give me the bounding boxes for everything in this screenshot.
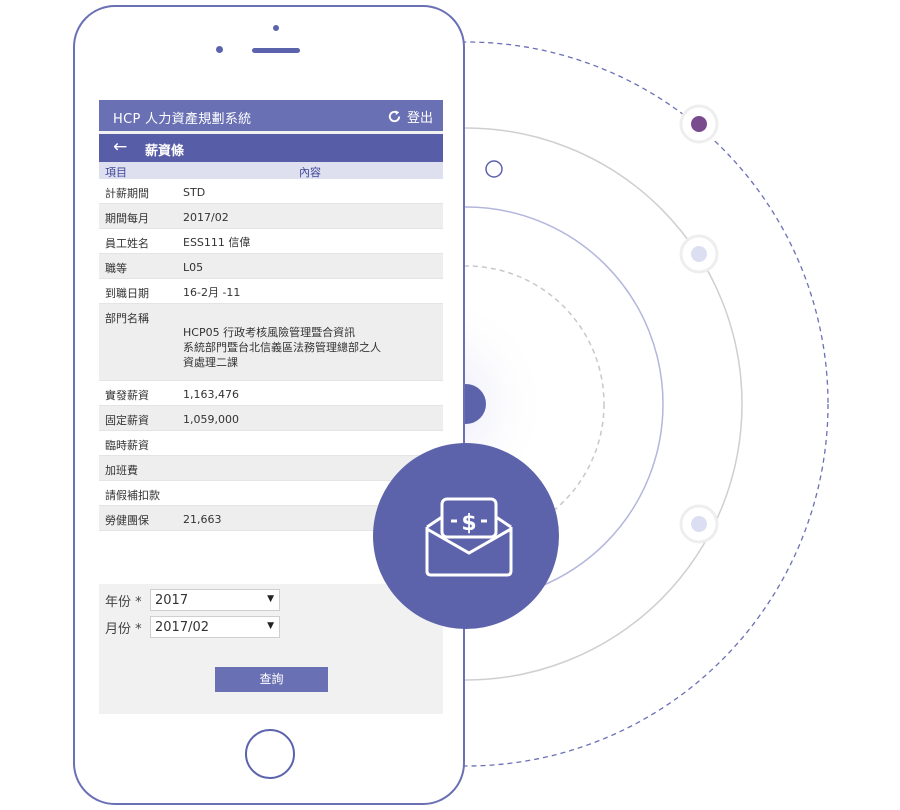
row-label: 期間每月 [105,212,149,225]
row-value: ESS111 信偉 [183,236,251,249]
app-title: HCP 人力資產規劃系統 [113,112,252,127]
orbit-dot-purple [691,116,707,132]
table-header: 項目 內容 [99,162,443,179]
column-header-content: 內容 [299,166,321,179]
month-select-value: 2017/02 [155,620,210,635]
row-label: 加班費 [105,464,138,477]
payslip-envelope-badge: $ [373,443,559,629]
row-value: 2017/02 [183,211,229,224]
dropdown-caret-icon: ▼ [267,594,274,604]
svg-text:$: $ [461,511,476,536]
query-button[interactable]: 查詢 [215,667,328,692]
row-value: HCP05 行政考核風險管理暨合資訊 系統部門暨台北信義區法務管理總部之人 資處… [183,326,381,369]
row-label: 臨時薪資 [105,439,149,452]
table-row: 員工姓名 ESS111 信偉 [99,229,443,254]
app-header: HCP 人力資產規劃系統 登出 [99,100,443,131]
row-label: 實發薪資 [105,389,149,402]
year-select-value: 2017 [155,593,189,608]
table-row: 部門名稱 HCP05 行政考核風險管理暨合資訊 系統部門暨台北信義區法務管理總部之… [99,304,443,381]
dropdown-caret-icon: ▼ [267,621,274,631]
year-label: 年份 * [105,594,142,610]
phone-sensor-dot [273,25,279,31]
row-label: 職等 [105,262,127,275]
table-row: 固定薪資 1,059,000 [99,406,443,431]
row-label: 請假補扣款 [105,489,160,502]
page-title: 薪資條 [145,144,185,159]
row-label: 計薪期間 [105,187,149,200]
payslip-table: 項目 內容 計薪期間 STD 期間每月 2017/02 員工姓名 ESS111 信偉職等 L… [99,162,443,584]
year-row: 年份 * 2017 ▼ [105,588,280,612]
row-value: 21,663 [183,513,222,526]
year-select[interactable]: 2017 ▼ [150,589,280,611]
column-header-item: 項目 [105,166,127,179]
row-value: 16-2月 -11 [183,286,241,299]
refresh-icon [388,110,401,123]
table-row: 臨時薪資 [99,431,443,456]
orbit-ring-small [485,160,503,178]
row-label: 勞健團保 [105,514,149,527]
phone-speaker [252,48,300,53]
row-value: STD [183,186,206,199]
table-row: 實發薪資 1,163,476 [99,381,443,406]
table-row: 職等 L05 [99,254,443,279]
page-header: ← 薪資條 [99,134,443,162]
home-button[interactable] [245,729,295,779]
table-row: 到職日期 16-2月 -11 [99,279,443,304]
phone-frame: HCP 人力資產規劃系統 登出 ← 薪資條 項目 內容 計薪期間 STD 期間每月 2… [73,5,465,805]
month-select[interactable]: 2017/02 ▼ [150,616,280,638]
row-label: 部門名稱 [105,312,149,325]
table-row: 計薪期間 STD [99,179,443,204]
row-value: L05 [183,261,204,274]
logout-label: 登出 [406,111,433,126]
logout-button[interactable]: 登出 [387,107,433,126]
row-label: 到職日期 [105,287,149,300]
phone-screen: HCP 人力資產規劃系統 登出 ← 薪資條 項目 內容 計薪期間 STD 期間每月 2… [99,100,443,714]
row-label: 固定薪資 [105,414,149,427]
row-value: 1,059,000 [183,413,239,426]
phone-camera-dot [216,46,223,53]
orbit-dot-light-2 [691,516,707,532]
month-row: 月份 * 2017/02 ▼ [105,615,280,639]
month-label: 月份 * [105,621,142,637]
row-label: 員工姓名 [105,237,149,250]
table-row: 期間每月 2017/02 [99,204,443,229]
table-row: 加班費 [99,456,443,481]
orbit-dot-light [691,246,707,262]
money-envelope-icon: $ [425,497,513,577]
row-value: 1,163,476 [183,388,239,401]
back-arrow-icon[interactable]: ← [113,137,128,157]
